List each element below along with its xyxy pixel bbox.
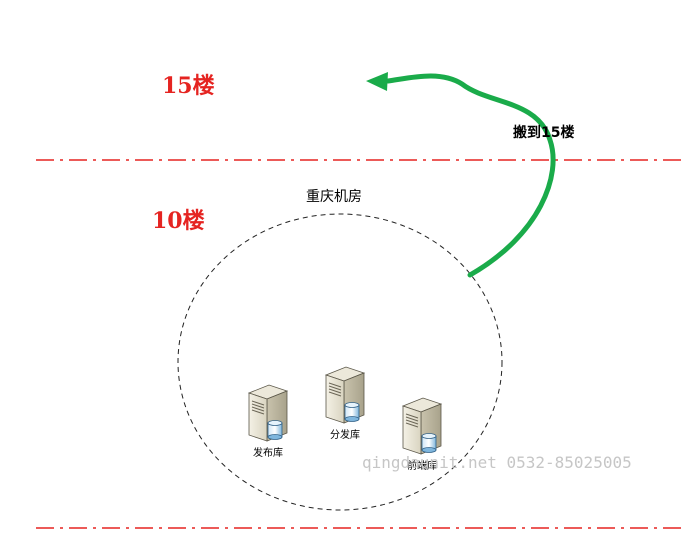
migration-arrowhead — [366, 72, 388, 91]
floor-label-10: 10楼 — [152, 208, 205, 234]
server-icon-distribute — [325, 366, 365, 424]
migration-arrow — [385, 73, 556, 278]
server-label-frontend: 前端库 — [407, 461, 437, 472]
server-room-title: 重庆机房 — [306, 189, 362, 205]
floor-label-15: 15楼 — [162, 73, 215, 99]
server-icon-publish — [248, 384, 288, 442]
server-room-boundary — [177, 213, 503, 511]
server-label-distribute: 分发库 — [330, 430, 360, 441]
move-label: 搬到15楼 — [513, 125, 575, 141]
server-label-publish: 发布库 — [253, 448, 283, 459]
watermark: qingdaunit.net 0532-85025005 — [362, 453, 632, 472]
server-icon-frontend — [402, 397, 442, 455]
